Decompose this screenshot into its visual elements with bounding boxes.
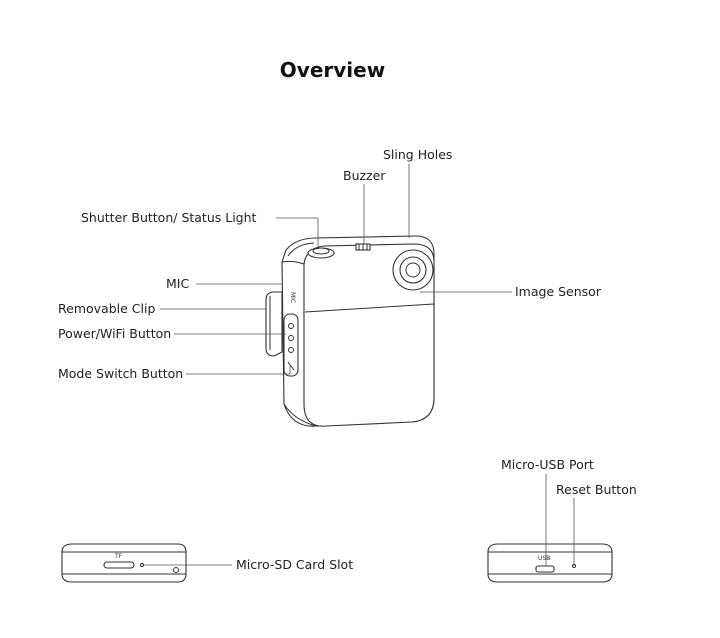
label-removable-clip: Removable Clip <box>58 301 156 316</box>
usb-mark: USB <box>538 555 550 562</box>
label-micro-usb: Micro-USB Port <box>501 457 594 472</box>
page-title: Overview <box>279 58 386 82</box>
label-mic: MIC <box>166 276 190 291</box>
bottom-view-sd: TF <box>61 543 187 583</box>
label-power-wifi: Power/WiFi Button <box>58 326 172 341</box>
leader-lines <box>142 164 575 566</box>
label-reset: Reset Button <box>556 482 637 497</box>
label-micro-sd: Micro-SD Card Slot <box>236 557 354 572</box>
label-buzzer: Buzzer <box>343 168 386 183</box>
label-sling-holes: Sling Holes <box>383 147 453 162</box>
tf-mark: TF <box>114 553 123 560</box>
mic-mark: MIC <box>289 292 296 303</box>
camera-body: MIC <box>265 235 435 427</box>
label-mode-switch: Mode Switch Button <box>58 366 184 381</box>
label-shutter: Shutter Button/ Status Light <box>81 210 257 225</box>
label-image-sensor: Image Sensor <box>515 284 601 299</box>
bottom-view-usb: USB <box>487 543 613 583</box>
